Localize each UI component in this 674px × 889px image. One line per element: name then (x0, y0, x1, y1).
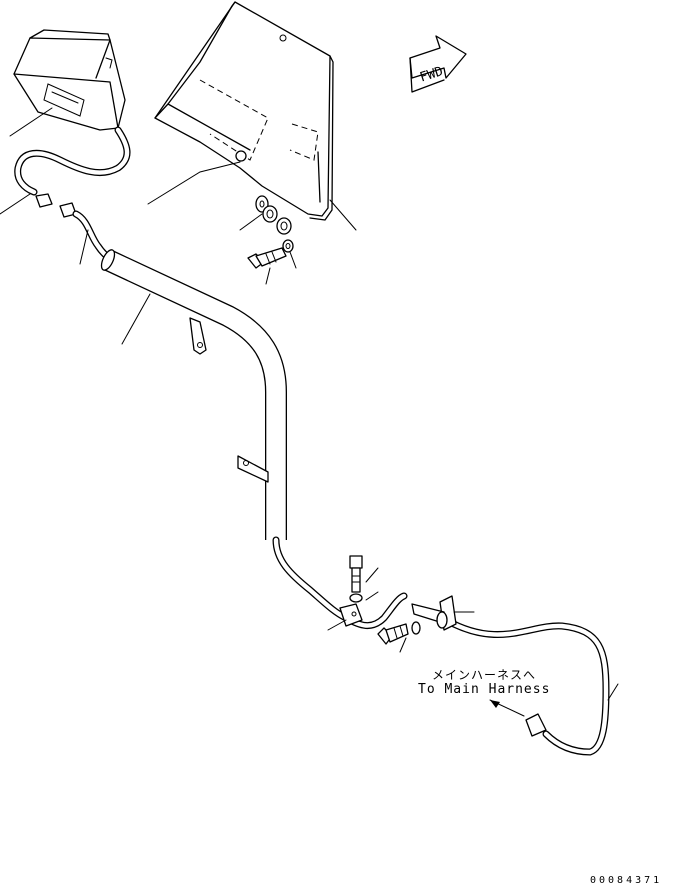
washer-lower-2 (411, 621, 421, 635)
harness-direction-arrow (489, 699, 525, 717)
mounting-bracket (154, 1, 334, 221)
washer-upper-3 (276, 217, 292, 235)
sleeve-clip-lower (237, 455, 269, 483)
bolt-lower-horizontal (377, 623, 409, 645)
lamp-wire (14, 126, 131, 196)
protective-sleeve (100, 249, 287, 540)
work-lamp (13, 29, 126, 131)
main-harness-wire (442, 616, 610, 756)
drawing-number: 00084371 (590, 875, 663, 886)
washer-lower-1 (349, 593, 363, 603)
harness-note-english: To Main Harness (418, 682, 551, 697)
washer-upper-4 (282, 239, 294, 253)
leader-lines (0, 107, 619, 701)
harness-wire-upper (72, 210, 114, 262)
fwd-arrow-icon: FWD (409, 35, 467, 93)
connector-pair (35, 193, 77, 218)
sleeve-clip-upper (189, 317, 207, 355)
washer-upper-2 (262, 205, 278, 223)
bolt-upper (247, 247, 287, 269)
right-clip-bracket (411, 595, 457, 631)
bolt-lower-vertical (349, 555, 363, 593)
fwd-label: FWD (418, 64, 445, 86)
harness-note-japanese: メインハーネスへ (432, 668, 537, 682)
harness-wire-lower (272, 536, 408, 629)
